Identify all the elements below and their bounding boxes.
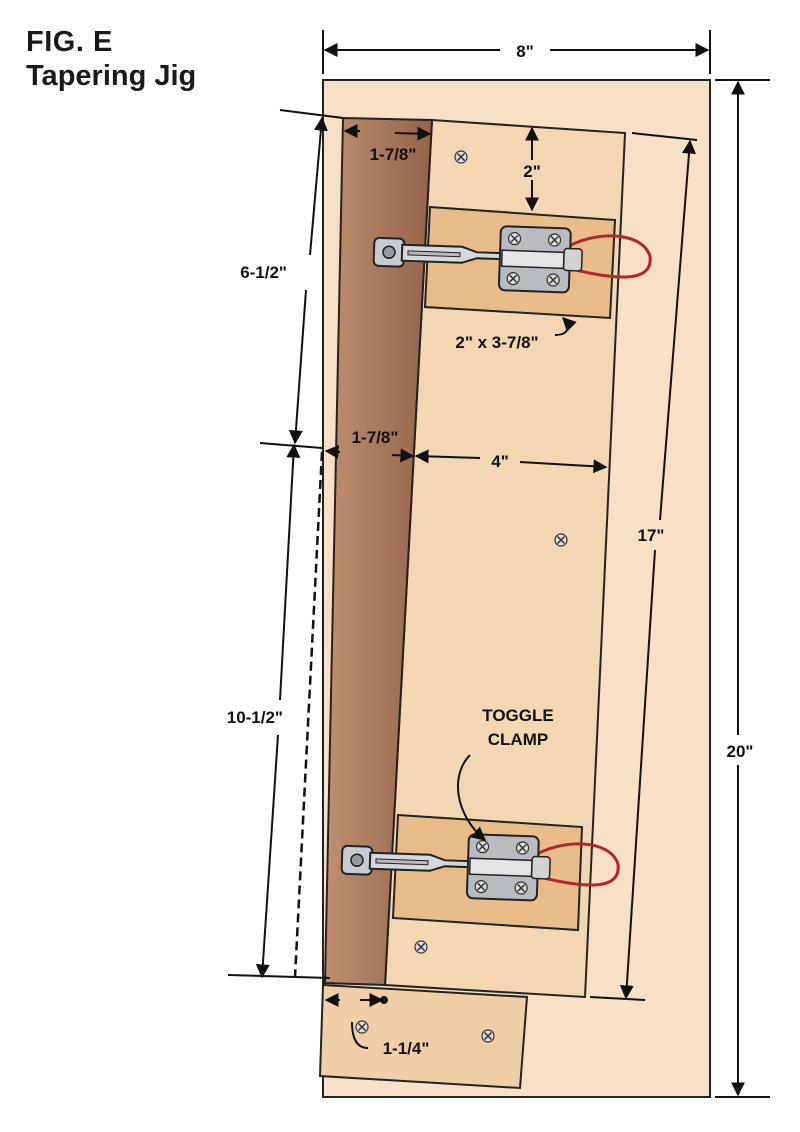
screw-icon xyxy=(481,1029,495,1043)
taper-cut-line xyxy=(293,451,324,978)
dim-lower-length: 10-1/2" xyxy=(227,708,283,727)
screw-icon xyxy=(454,150,468,164)
dim-fence-width-mid: 1-7/8" xyxy=(352,428,399,447)
screw-icon xyxy=(414,940,428,954)
dim-stop-offset: 1-1/4" xyxy=(383,1039,430,1058)
label-toggle-clamp-2: CLAMP xyxy=(488,730,548,749)
dim-pad-size: 2" x 3-7/8" xyxy=(455,333,538,352)
tapered-workpiece xyxy=(323,116,434,987)
dimension-lines xyxy=(227,30,770,1098)
dim-fence-width-top: 1-7/8" xyxy=(370,145,417,164)
dim-base-width: 8" xyxy=(516,42,534,61)
dim-base-length: 20" xyxy=(727,742,754,761)
dim-carrier-width: 4" xyxy=(491,452,509,471)
figure-label: FIG. E xyxy=(26,26,113,58)
stop-block xyxy=(318,983,529,1090)
dim-carrier-length: 17" xyxy=(638,526,665,545)
dim-pad-offset: 2" xyxy=(523,162,541,181)
reference-dot xyxy=(380,996,388,1004)
figure-title: Tapering Jig xyxy=(26,60,197,92)
screw-icon xyxy=(355,1020,369,1034)
label-toggle-clamp-1: TOGGLE xyxy=(482,706,553,725)
dim-upper-length: 6-1/2" xyxy=(240,263,287,282)
screw-icon xyxy=(554,533,568,547)
